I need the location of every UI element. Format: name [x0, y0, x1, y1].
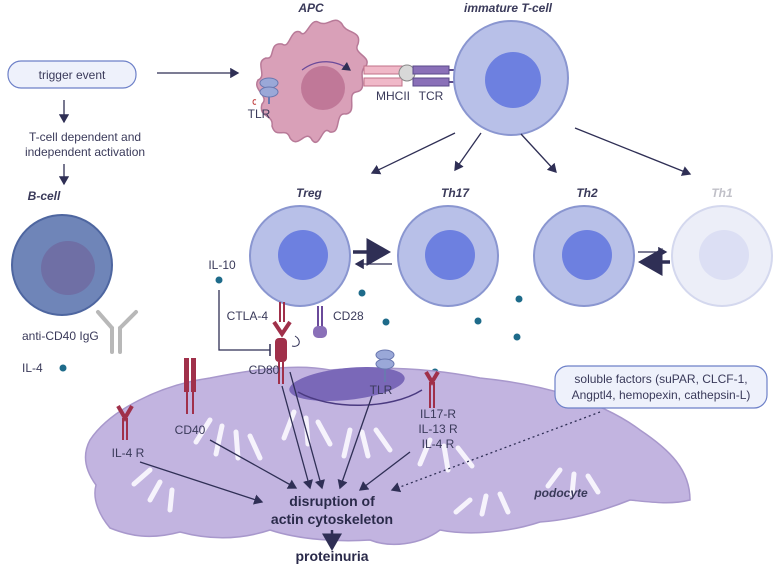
cd40-label: CD40 — [175, 423, 206, 437]
apc-tlr-label: TLR — [248, 107, 271, 121]
arrow-cd80-to-disruption — [281, 385, 313, 490]
arrow-to-th1 — [574, 127, 692, 176]
trigger-event-box — [7, 60, 137, 89]
apc-tlr-icon — [252, 77, 279, 105]
apc-nucleus — [301, 66, 345, 110]
b-cell-nucleus — [41, 241, 95, 295]
il4-label: IL-4 — [22, 361, 43, 375]
proteinuria-label: proteinuria — [295, 548, 368, 564]
cd80-receptor — [275, 338, 287, 384]
arrow-tlr-to-disruption — [337, 395, 373, 490]
soluble-factors-line2: Angptl4, hemopexin, cathepsin-L) — [572, 388, 751, 402]
cd28-cd80-curve — [291, 335, 300, 347]
podocyte-title: podocyte — [533, 486, 588, 500]
podocyte-cell — [84, 366, 691, 546]
th1-title: Th1 — [711, 186, 733, 200]
podocyte-tlr-icon — [375, 349, 395, 382]
arrow-soluble-factors — [390, 411, 601, 493]
immature-t-cell-title: immature T-cell — [464, 1, 553, 15]
il4r-right-label: IL-4 R — [422, 437, 455, 451]
il10-inhibition-line — [218, 290, 270, 351]
th2-nucleus — [562, 230, 612, 280]
anti-cd40-antibody-icon — [96, 310, 138, 354]
th1-nucleus — [699, 230, 749, 280]
il4r-left-label: IL-4 R — [112, 446, 145, 460]
il4r-receptor — [116, 404, 134, 440]
apc-title: APC — [297, 1, 324, 15]
arrow-to-th17 — [454, 132, 482, 172]
tcr-label: TCR — [419, 89, 444, 103]
arrow-il4r-to-disruption — [139, 461, 264, 505]
arrow-to-treg — [370, 132, 456, 175]
actin-curve — [297, 389, 423, 406]
immature-t-cell-nucleus — [485, 52, 541, 108]
arrow-cd40-to-disruption — [209, 439, 298, 489]
mhcii-label: MHCII — [376, 89, 410, 103]
il10-label: IL-10 — [208, 258, 236, 272]
disruption-line2: actin cytoskeleton — [271, 511, 393, 527]
ctla4-label: CTLA-4 — [227, 309, 269, 323]
trigger-event-label: trigger event — [39, 68, 106, 82]
il4-dot — [59, 364, 67, 372]
disruption-line1: disruption of — [289, 493, 375, 509]
arrow-to-th2 — [520, 133, 557, 173]
cd28-receptor — [313, 306, 327, 338]
soluble-factors-box — [554, 365, 768, 409]
cd40-receptor — [184, 358, 196, 414]
activation-text-line1: T-cell dependent and — [29, 130, 141, 144]
cd28-label: CD28 — [333, 309, 364, 323]
cd80-label: CD80 — [249, 363, 280, 377]
il17r-receptor — [424, 370, 440, 408]
treg-title: Treg — [296, 186, 322, 200]
b-cell-title: B-cell — [28, 189, 61, 203]
il13r-label: IL-13 R — [418, 422, 458, 436]
th2-title: Th2 — [576, 186, 598, 200]
th17-title: Th17 — [441, 186, 470, 200]
activation-text-line2: independent activation — [25, 145, 145, 159]
soluble-factors-line1: soluble factors (suPAR, CLCF-1, — [574, 372, 747, 386]
treg-nucleus — [278, 230, 328, 280]
apc-inner-arrow — [301, 61, 351, 71]
il10-dot — [215, 276, 223, 284]
arrow-receptors-to-disruption — [358, 451, 411, 491]
podocyte-foot-processes — [131, 409, 601, 517]
actin-cytoskeleton — [289, 366, 405, 402]
mhcii-tcr-complex — [363, 64, 470, 87]
podocyte-tlr-label: TLR — [370, 383, 393, 397]
anti-cd40-label: anti-CD40 IgG — [22, 329, 99, 343]
il17r-label: IL17-R — [420, 407, 456, 421]
th17-nucleus — [425, 230, 475, 280]
arrow-actin-to-disruption — [289, 371, 325, 490]
ctla4-receptor — [272, 302, 292, 338]
